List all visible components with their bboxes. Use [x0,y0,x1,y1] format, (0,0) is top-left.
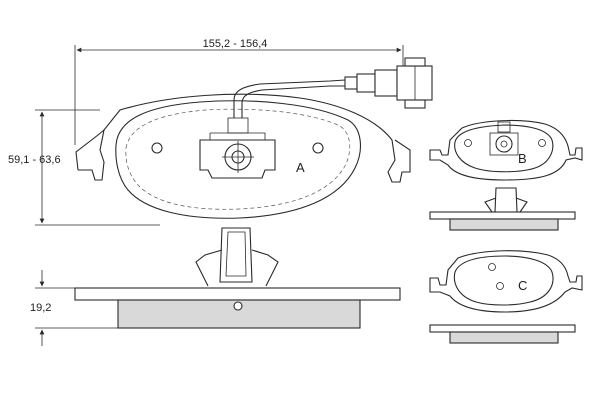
thickness-dimension-label: 19,2 [30,302,51,314]
label-c: C [518,278,527,293]
width-dimension: 155,2 - 156,4 [74,38,404,145]
pad-c-side-view [429,324,576,344]
width-dimension-label: 155,2 - 156,4 [203,38,268,50]
thickness-dimension: 19,2 [30,270,118,346]
pad-a-front-view [75,57,433,219]
pad-a-side-view [74,227,401,329]
label-b: B [518,151,527,166]
height-dimension: 59,1 - 63,6 [8,109,160,226]
pad-b-front-view [429,119,583,181]
pad-c-front-view [429,250,583,313]
label-a: A [296,160,305,175]
pad-b-side-view [429,187,576,231]
height-dimension-label: 59,1 - 63,6 [8,154,61,166]
